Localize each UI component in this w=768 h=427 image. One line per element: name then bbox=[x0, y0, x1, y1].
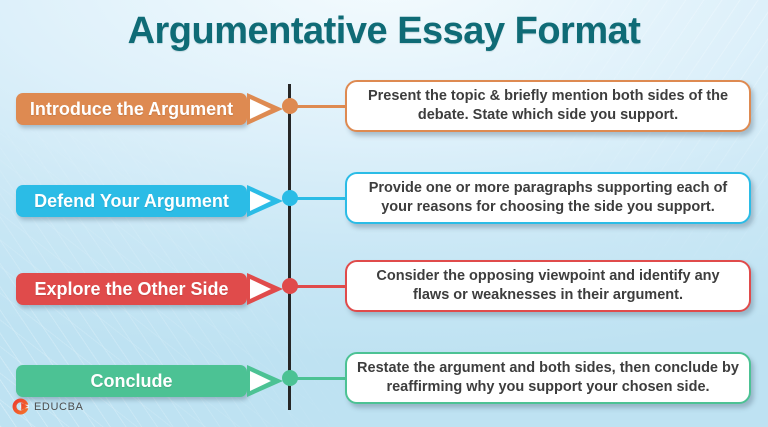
arrow-right-icon bbox=[247, 185, 283, 217]
step-description-box: Consider the opposing viewpoint and iden… bbox=[345, 260, 751, 312]
step-label-pill: Introduce the Argument bbox=[16, 93, 247, 125]
step-description: Consider the opposing viewpoint and iden… bbox=[376, 267, 720, 303]
step-row: Conclude Restate the argument and both s… bbox=[0, 352, 768, 404]
step-description-box: Present the topic & briefly mention both… bbox=[345, 80, 751, 132]
step-label: Explore the Other Side bbox=[34, 278, 229, 299]
step-description-box: Provide one or more paragraphs supportin… bbox=[345, 172, 751, 224]
connector-line bbox=[292, 196, 346, 200]
step-label: Conclude bbox=[90, 370, 173, 391]
step-row: Explore the Other Side Consider the oppo… bbox=[0, 260, 768, 312]
educba-logo: EDUCBA bbox=[12, 398, 83, 415]
step-label-pill: Conclude bbox=[16, 365, 247, 397]
timeline-dot bbox=[282, 98, 298, 114]
page-title: Argumentative Essay Format bbox=[127, 10, 641, 52]
educba-e-icon bbox=[12, 398, 29, 415]
step-description: Provide one or more paragraphs supportin… bbox=[368, 179, 728, 215]
step-label: Introduce the Argument bbox=[29, 98, 234, 119]
timeline-dot bbox=[282, 278, 298, 294]
step-row: Introduce the Argument Present the topic… bbox=[0, 80, 768, 132]
connector-line bbox=[292, 284, 346, 288]
step-row: Defend Your Argument Provide one or more… bbox=[0, 172, 768, 224]
connector-line bbox=[292, 104, 346, 108]
step-description: Present the topic & briefly mention both… bbox=[367, 87, 729, 123]
step-description: Restate the argument and both sides, the… bbox=[357, 359, 739, 395]
arrow-right-icon bbox=[247, 273, 283, 305]
arrow-right-icon bbox=[247, 365, 283, 397]
step-label-pill: Defend Your Argument bbox=[16, 185, 247, 217]
timeline-dot bbox=[282, 190, 298, 206]
timeline-dot bbox=[282, 370, 298, 386]
arrow-right-icon bbox=[247, 93, 283, 125]
step-description-box: Restate the argument and both sides, the… bbox=[345, 352, 751, 404]
step-label: Defend Your Argument bbox=[34, 190, 229, 211]
step-label-pill: Explore the Other Side bbox=[16, 273, 247, 305]
educba-wordmark: EDUCBA bbox=[34, 400, 84, 413]
connector-line bbox=[292, 376, 346, 380]
timeline-line bbox=[288, 84, 291, 410]
